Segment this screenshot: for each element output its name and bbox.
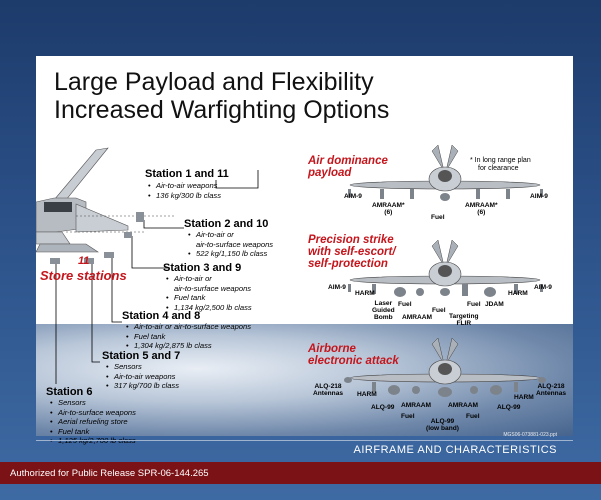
station-5-7-item: Air-to-air weapons <box>106 372 179 382</box>
jet-front-view-1 <box>348 145 543 201</box>
aim9-label: AIM-9 <box>344 193 362 200</box>
harm-label: HARM <box>357 391 377 398</box>
station-2-10-title: Station 2 and 10 <box>184 218 269 230</box>
amraam-label: AMRAAM <box>401 402 432 409</box>
fuel-label: Fuel <box>466 413 480 420</box>
title-line-2: Increased Warfighting Options <box>54 96 390 124</box>
station-5-7-list: Sensors Air-to-air weapons 317 kg/700 lb… <box>104 362 179 391</box>
reference-code: MGS06-073881-023.ppt <box>503 432 557 438</box>
release-notice: Authorized for Public Release SPR-06-144… <box>10 468 209 479</box>
harm-label: HARM <box>508 290 528 297</box>
station-3-9-item: 1,134 kg/2,500 lb class <box>166 303 252 313</box>
title-line-1: Large Payload and Flexibility <box>54 68 374 96</box>
store-stations-label: Store stations <box>40 268 127 283</box>
electronic-attack-title: Airborne electronic attack <box>308 343 399 367</box>
station-1-11-title: Station 1 and 11 <box>145 168 229 180</box>
station-4-8-title: Station 4 and 8 <box>122 310 201 322</box>
harm-label: HARM <box>514 394 534 401</box>
amraam-label: AMRAAM <box>402 314 433 321</box>
jdam-label: JDAM <box>485 301 504 308</box>
fuel-label: Fuel <box>431 214 445 221</box>
station-6-title: Station 6 <box>46 386 93 398</box>
air-dominance-title: Air dominance payload <box>308 155 388 179</box>
alq99-low-band-label: ALQ-99(low band) <box>426 418 459 432</box>
footer-bar <box>0 462 601 484</box>
page-title: Large Payload and Flexibility Increased … <box>54 68 389 124</box>
station-6-list: Sensors Air-to-surface weapons Aerial re… <box>48 398 136 446</box>
fuel-label: Fuel <box>401 413 415 420</box>
station-5-7-item: Sensors <box>106 362 179 372</box>
amraam-label: AMRAAM*(6) <box>372 202 405 216</box>
section-label: AIRFRAME AND CHARACTERISTICS <box>353 444 557 456</box>
store-stations-count: 11 <box>78 255 90 267</box>
station-4-8-item: 1,304 kg/2,875 lb class <box>126 341 251 351</box>
long-range-note: * In long range plan for clearance <box>470 157 531 172</box>
station-2-10-item: 522 kg/1,150 lb class <box>188 249 273 259</box>
aircraft-side-diagram <box>36 147 259 384</box>
station-3-9-title: Station 3 and 9 <box>163 262 242 274</box>
station-1-11-list: Air-to-air weapons 136 kg/300 lb class <box>146 181 221 200</box>
fuel-label: Fuel <box>432 307 446 314</box>
precision-strike-title: Precision strike with self-escort/ self-… <box>308 234 396 270</box>
jet-front-view-2 <box>348 240 543 297</box>
jet-front-view-3 <box>344 338 546 397</box>
alq99-label: ALQ-99 <box>371 404 395 411</box>
station-5-7-item: 317 kg/700 lb class <box>106 381 179 391</box>
aim9-label: AIM-9 <box>328 284 346 291</box>
station-4-8-list: Air-to-air or air-to-surface weapons Fue… <box>124 322 251 351</box>
station-4-8-item: Air-to-air or air-to-surface weapons <box>126 322 251 332</box>
station-1-11-item: Air-to-air weapons <box>148 181 221 191</box>
station-6-item: Sensors <box>50 398 136 408</box>
station-6-item: Air-to-surface weapons <box>50 408 136 418</box>
station-6-item: Fuel tank <box>50 427 136 437</box>
station-1-11-item: 136 kg/300 lb class <box>148 191 221 201</box>
amraam-label: AMRAAM <box>448 402 479 409</box>
section-divider <box>36 440 573 441</box>
station-5-7-title: Station 5 and 7 <box>102 350 181 362</box>
fuel-label: Fuel <box>398 301 412 308</box>
fuel-label: Fuel <box>467 301 481 308</box>
alq99-label: ALQ-99 <box>497 404 521 411</box>
station-3-9-item: Fuel tank <box>166 293 252 303</box>
aim9-label: AIM-9 <box>530 193 548 200</box>
amraam-label: AMRAAM*(6) <box>465 202 498 216</box>
station-6-item: Aerial refueling store <box>50 417 136 427</box>
aim9-label: AIM-9 <box>534 284 552 291</box>
station-4-8-item: Fuel tank <box>126 332 251 342</box>
harm-label: HARM <box>355 290 375 297</box>
